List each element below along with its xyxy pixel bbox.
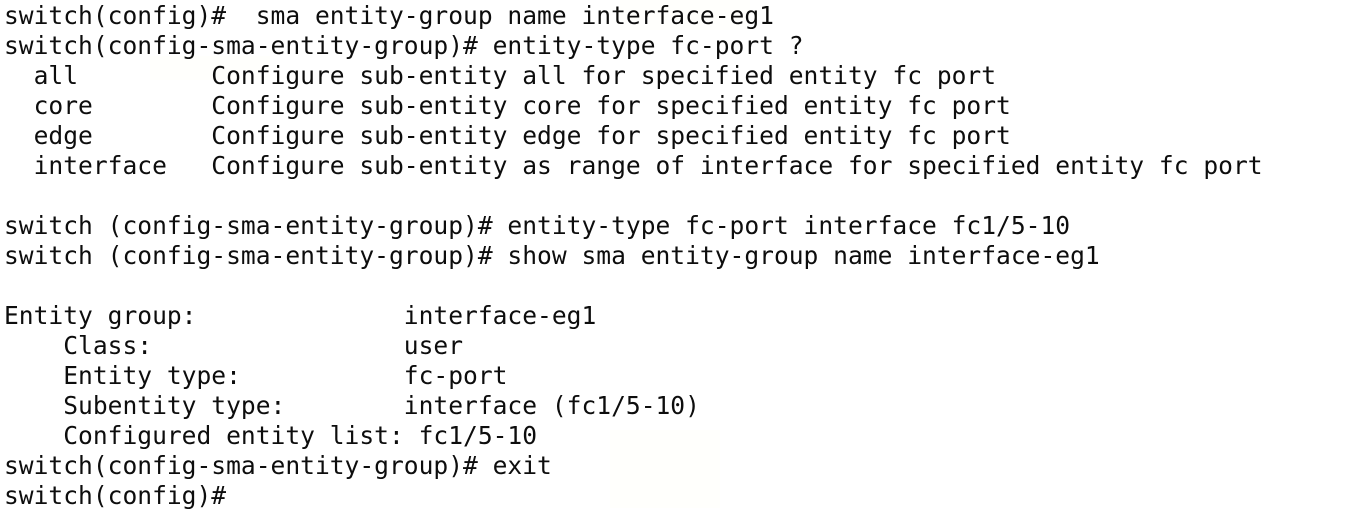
terminal-line: Entity type: fc-port [4, 361, 508, 390]
terminal-line: switch(config)# sma entity-group name in… [4, 1, 774, 30]
terminal-line: switch(config-sma-entity-group)# exit [4, 451, 552, 480]
terminal-line: switch(config-sma-entity-group)# entity-… [4, 31, 804, 60]
terminal-line: switch (config-sma-entity-group)# entity… [4, 211, 1071, 240]
terminal-line-blank [0, 181, 1349, 211]
terminal-line-blank [0, 271, 1349, 301]
terminal-line: edge Configure sub-entity edge for speci… [4, 121, 1011, 150]
terminal-line: Configured entity list: fc1/5-10 [4, 421, 538, 450]
terminal-line: core Configure sub-entity core for speci… [4, 91, 1011, 120]
terminal-line: Entity group: interface-eg1 [4, 301, 597, 330]
terminal-line: interface Configure sub-entity as range … [4, 151, 1263, 180]
terminal-line: Class: user [4, 331, 464, 360]
terminal-line: switch (config-sma-entity-group)# show s… [4, 241, 1100, 270]
terminal-line: all Configure sub-entity all for specifi… [4, 61, 997, 90]
terminal-line: Subentity type: interface (fc1/5-10) [4, 391, 700, 420]
terminal-line: switch(config)# [4, 481, 227, 510]
